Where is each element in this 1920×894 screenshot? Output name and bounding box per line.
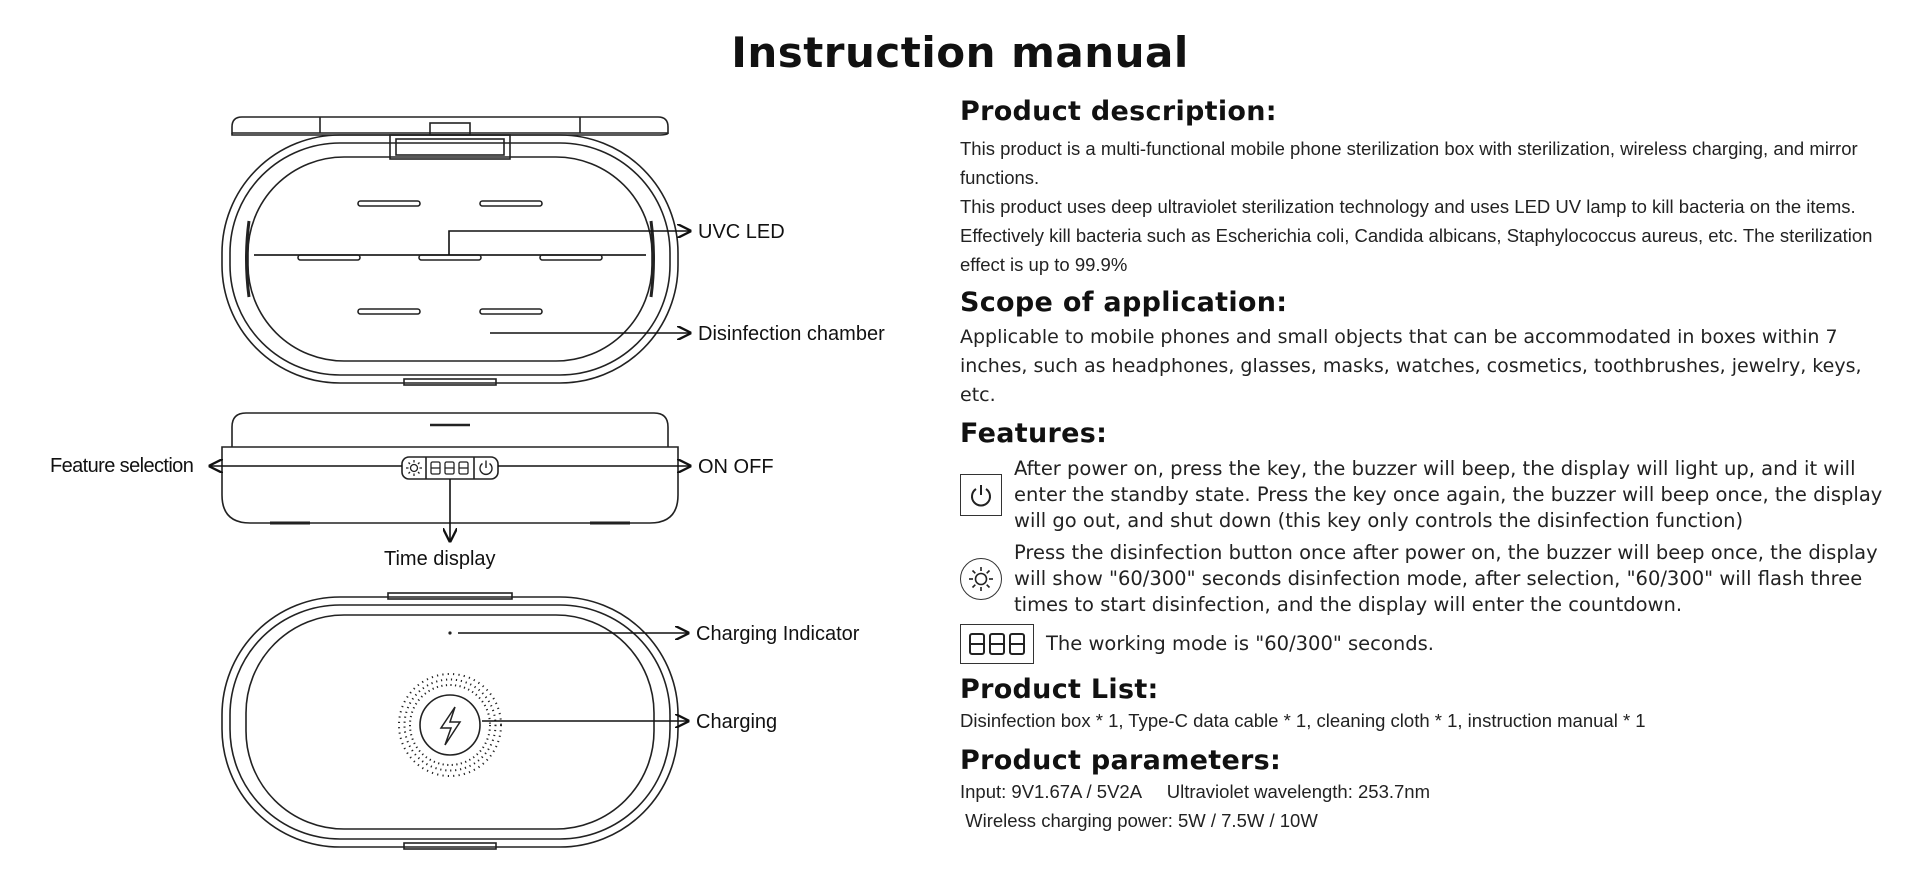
seven-segment-display-icon — [960, 624, 1034, 664]
feature-item-disinfection: Press the disinfection button once after… — [960, 540, 1900, 618]
charging-pad-drawing — [221, 592, 679, 850]
open-box-drawing — [221, 116, 679, 386]
product-diagram: UVC LED Disinfection chamber Featu — [0, 95, 940, 875]
sun-icon — [960, 558, 1002, 600]
section-product-list: Product List: Disinfection box * 1, Type… — [960, 674, 1900, 735]
parameters-line-1: Input: 9V1.67A / 5V2A Ultraviolet wavele… — [960, 781, 1430, 802]
label-charging-indicator: Charging Indicator — [696, 623, 860, 645]
section-features: Features: After power on, press the key,… — [960, 418, 1900, 664]
heading-product-list: Product List: — [960, 674, 1159, 705]
panel-power-icon — [479, 460, 493, 475]
manual-content: Product description: This product is a m… — [960, 96, 1900, 843]
heading-scope: Scope of application: — [960, 287, 1288, 318]
panel-sun-icon — [406, 460, 422, 476]
charging-indicator-dot — [448, 631, 452, 635]
feature-text-power: After power on, press the key, the buzze… — [1014, 457, 1883, 532]
product-list-text: Disinfection box * 1, Type-C data cable … — [960, 710, 1646, 731]
label-feature-selection: Feature selection — [50, 455, 193, 477]
label-uvc-led: UVC LED — [698, 221, 785, 243]
section-parameters: Product parameters: Input: 9V1.67A / 5V2… — [960, 745, 1900, 835]
label-charging: Charging — [696, 711, 777, 733]
heading-product-description: Product description: — [960, 96, 1277, 127]
feature-item-power: After power on, press the key, the buzze… — [960, 456, 1900, 534]
description-paragraph-2: This product uses deep ultraviolet steri… — [960, 196, 1873, 275]
section-product-description: Product description: This product is a m… — [960, 96, 1900, 279]
label-time-display: Time display — [384, 548, 496, 570]
feature-text-disinfection: Press the disinfection button once after… — [1014, 541, 1878, 616]
scope-paragraph: Applicable to mobile phones and small ob… — [960, 326, 1862, 406]
heading-parameters: Product parameters: — [960, 745, 1282, 776]
label-on-off: ON OFF — [698, 456, 774, 478]
power-icon — [960, 474, 1002, 516]
description-paragraph-1: This product is a multi-functional mobil… — [960, 138, 1858, 188]
label-disinfection-chamber: Disinfection chamber — [698, 323, 885, 345]
page-title: Instruction manual — [731, 28, 1189, 77]
section-scope: Scope of application: Applicable to mobi… — [960, 287, 1900, 410]
feature-item-display: The working mode is "60/300" seconds. — [960, 624, 1900, 664]
parameters-line-2: Wireless charging power: 5W / 7.5W / 10W — [960, 810, 1318, 831]
feature-text-display: The working mode is "60/300" seconds. — [1046, 632, 1434, 655]
heading-features: Features: — [960, 418, 1108, 449]
panel-digit-display — [430, 461, 469, 475]
